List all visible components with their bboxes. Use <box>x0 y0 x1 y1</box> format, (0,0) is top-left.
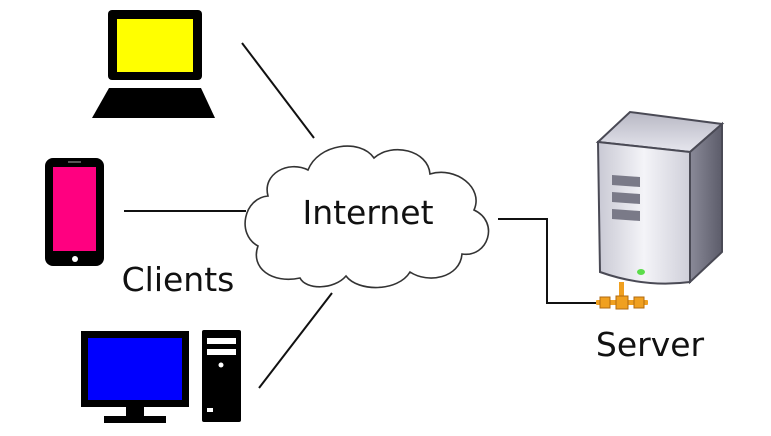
tower-drive-bay-2 <box>207 349 236 355</box>
monitor-screen <box>88 338 182 400</box>
server-drive-bay-2 <box>612 192 640 204</box>
phone-screen <box>53 167 96 251</box>
internet-label: Internet <box>302 193 433 232</box>
internet-to-server-line <box>498 218 605 304</box>
server-label: Server <box>596 325 705 364</box>
desktop-to-internet-line <box>258 292 333 389</box>
pc-tower-icon <box>202 330 241 422</box>
server-drive-bay-1 <box>612 175 640 187</box>
tower-port <box>207 408 213 412</box>
monitor-neck <box>126 407 144 417</box>
server-drive-bay-3 <box>612 209 640 221</box>
laptop-screen <box>117 19 193 72</box>
phone-home-button <box>72 256 78 262</box>
smartphone-icon <box>45 158 104 266</box>
laptop-keyboard-base <box>92 88 215 118</box>
connection-lines <box>124 42 605 389</box>
phone-speaker <box>68 161 81 163</box>
laptop-icon <box>92 10 215 118</box>
clients-label: Clients <box>122 260 235 299</box>
desktop-computer-icon <box>81 331 189 423</box>
monitor-stand <box>104 416 166 423</box>
server-status-led <box>637 269 645 275</box>
network-connector-icon <box>596 282 648 310</box>
laptop-to-internet-line <box>241 42 315 139</box>
cloud-icon <box>244 145 490 289</box>
server-front <box>596 140 691 285</box>
tower-power-button <box>218 362 224 368</box>
server-icon <box>595 110 725 285</box>
server-side <box>689 121 723 285</box>
tower-drive-bay-1 <box>207 338 236 344</box>
